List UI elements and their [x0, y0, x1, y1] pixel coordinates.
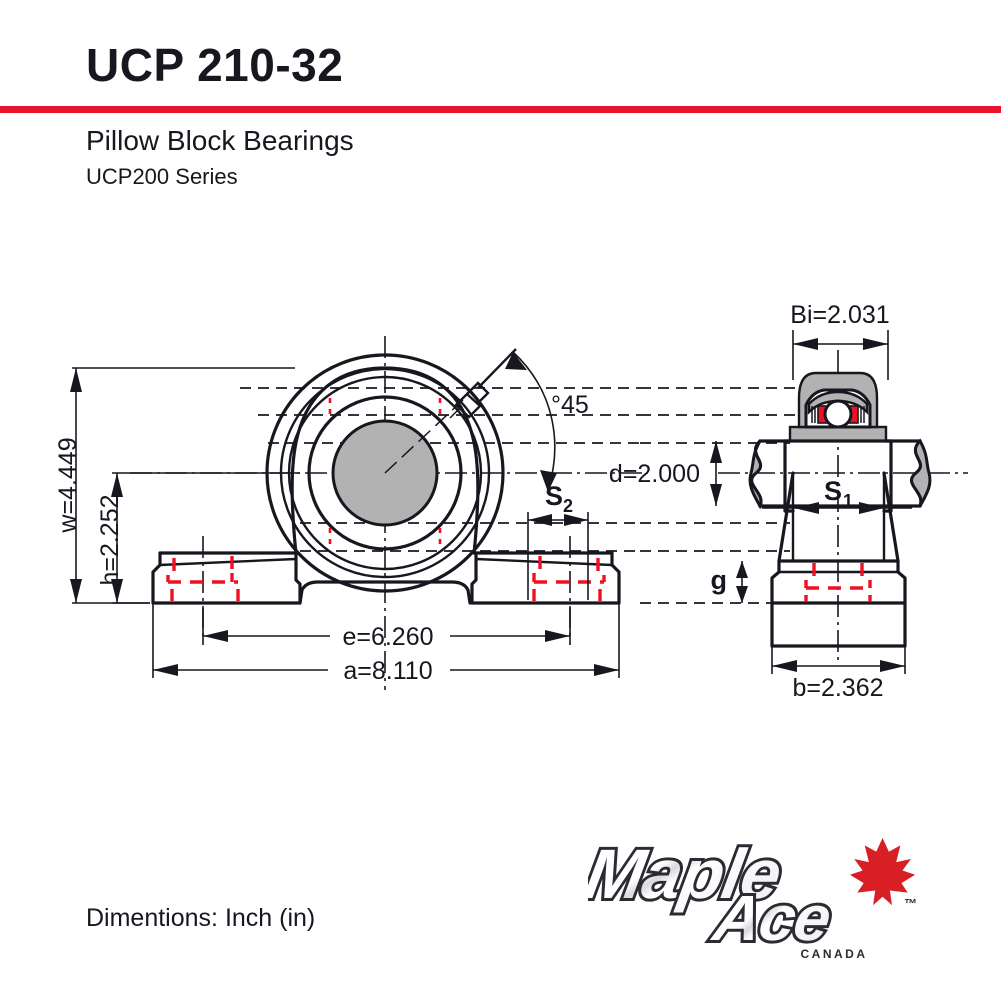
page-title: UCP 210-32: [86, 39, 344, 91]
dim-bi-label: Bi=2.031: [790, 301, 889, 329]
side-base-bottom: [770, 601, 907, 648]
trademark-symbol: ™: [904, 896, 917, 911]
front-view: °45 w=4.449 h=2.252: [54, 336, 648, 690]
dim-a-label: a=8.110: [343, 657, 432, 685]
dim-g: g: [711, 561, 748, 603]
angle-arrow-end: [540, 470, 557, 492]
brand-logo-svg: Maple Ace CANADA ™: [588, 831, 917, 961]
dim-b: b=2.362: [771, 646, 906, 702]
dim-e: e=6.260: [202, 608, 571, 651]
left-foot-chamfer: [159, 557, 297, 567]
dim-s1-label: S: [824, 476, 842, 506]
brand-country-label: CANADA: [801, 947, 868, 961]
side-hidden-bolt: [804, 563, 872, 602]
right-foot-hidden-bolt: [532, 556, 606, 601]
bearing-insert-section: [788, 371, 888, 443]
units-note: Dimentions: Inch (in): [86, 904, 316, 932]
dim-w-label: w=4.449: [54, 437, 82, 533]
side-view: Bi=2.031: [609, 301, 968, 702]
dim-s2-subscript: 2: [563, 496, 573, 516]
neck-left-edge: [777, 471, 795, 563]
grease-leader-line: [477, 348, 517, 389]
dim-s1: S 1: [762, 476, 912, 514]
angle-arrow-start: [505, 352, 527, 370]
bearing-ball: [823, 399, 853, 429]
side-reference-lines: [640, 387, 800, 604]
front-hidden-details: [328, 398, 442, 548]
series-label: UCP200 Series: [86, 164, 238, 189]
dim-d-label: d=2.000: [609, 460, 700, 488]
right-foot-chamfer: [475, 557, 613, 567]
svg-text:Ace: Ace: [707, 882, 836, 953]
dim-a: a=8.110: [152, 603, 620, 685]
svg-text:Maple: Maple: [588, 834, 787, 912]
dim-d: d=2.000: [609, 441, 722, 506]
side-base-outline: [770, 559, 907, 605]
dim-angle-label: °45: [551, 391, 589, 419]
dim-s2-label: S: [545, 481, 563, 511]
insert-inner-race: [307, 395, 463, 551]
brand-name-line1: Maple: [588, 831, 790, 915]
angle-arc: [512, 351, 556, 491]
accent-divider: [0, 106, 1001, 113]
brand-logo: Maple Ace CANADA ™: [588, 830, 918, 970]
housing-right-shoulder: [882, 439, 893, 513]
left-foot-hidden-bolt: [166, 556, 240, 601]
neck-right-edge: [882, 471, 900, 563]
dim-s1-subscript: 1: [843, 491, 853, 511]
housing-left-shoulder: [783, 439, 795, 513]
dim-h-label: h=2.252: [96, 494, 124, 585]
dim-h: h=2.252: [96, 472, 300, 604]
grease-radius-leader: [384, 399, 464, 474]
dim-bi: Bi=2.031: [790, 301, 890, 380]
right-foot-outline: [470, 551, 621, 605]
brand-name-line2: Ace: [704, 879, 839, 956]
dim-b-label: b=2.362: [792, 674, 883, 702]
maple-leaf-icon: [850, 838, 916, 906]
dim-g-label: g: [711, 565, 728, 595]
dim-w: w=4.449: [54, 367, 295, 604]
dim-s2: S 2: [527, 481, 589, 600]
left-foot-outline: [151, 551, 302, 605]
product-type-label: Pillow Block Bearings: [86, 125, 354, 156]
base-web: [298, 580, 472, 605]
dim-e-label: e=6.260: [342, 623, 433, 651]
grease-fitting-icon: [449, 381, 490, 419]
shaft: [748, 438, 932, 510]
